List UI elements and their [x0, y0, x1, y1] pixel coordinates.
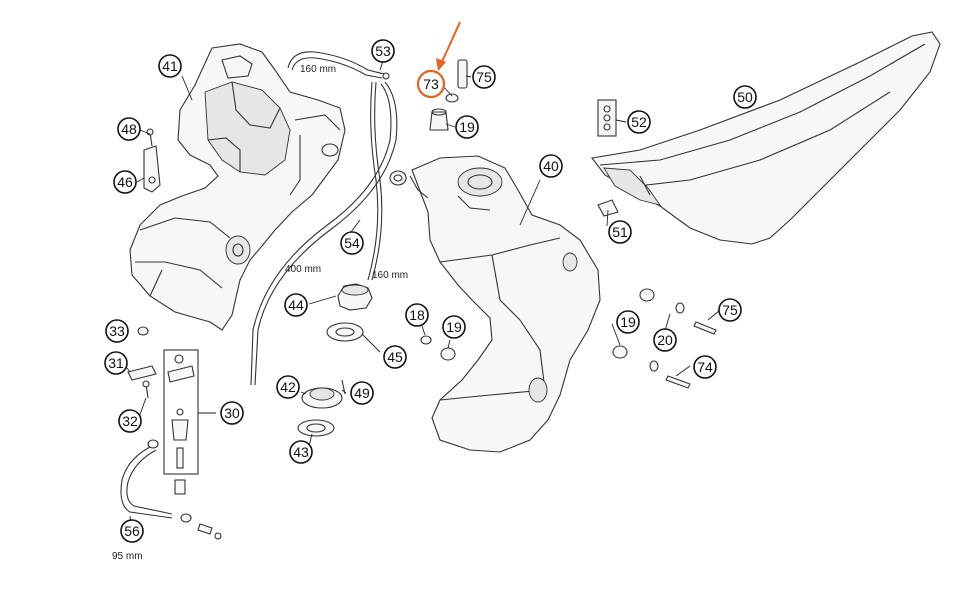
svg-text:19: 19 — [459, 119, 475, 135]
svg-text:41: 41 — [162, 58, 178, 74]
svg-text:75: 75 — [722, 302, 738, 318]
callout-30: 30 — [220, 401, 244, 425]
callout-54: 54 — [340, 231, 364, 255]
svg-text:42: 42 — [280, 379, 296, 395]
grommet-part-19-middle — [440, 347, 456, 361]
screw-part-75-top — [457, 59, 468, 89]
screw-part-48 — [146, 128, 154, 147]
callout-18: 18 — [405, 303, 429, 327]
svg-text:74: 74 — [697, 359, 713, 375]
callout-74: 74 — [693, 355, 717, 379]
callout-33: 33 — [105, 319, 129, 343]
svg-text:53: 53 — [375, 43, 391, 59]
callout-32: 32 — [118, 409, 142, 433]
plug-part-33 — [137, 326, 149, 336]
grommet-part-19-right-lower — [612, 345, 628, 359]
svg-text:31: 31 — [108, 355, 124, 371]
callout-42: 42 — [276, 375, 300, 399]
screw-part-75-right — [693, 321, 717, 335]
svg-text:40: 40 — [543, 158, 559, 174]
callout-19-middle: 19 — [442, 315, 466, 339]
highlight-arrow — [436, 21, 461, 71]
washer-part-73 — [445, 93, 459, 103]
callout-51: 51 — [608, 220, 632, 244]
grommet-part-19-tank — [389, 170, 407, 186]
grommet-part-19-top — [429, 108, 449, 131]
svg-text:52: 52 — [631, 114, 647, 130]
callout-44: 44 — [284, 293, 308, 317]
callout-53: 53 — [371, 39, 395, 63]
fuel-hose-part-56 — [120, 439, 222, 540]
gasket-part-45 — [326, 322, 364, 342]
callout-19-top: 19 — [455, 115, 479, 139]
callout-46: 46 — [113, 170, 137, 194]
gasket-part-43 — [297, 419, 335, 437]
valve-kit-part-30 — [163, 349, 199, 495]
dimension-hose-fuel: 95 mm — [112, 551, 143, 562]
dimension-hose-top: 160 mm — [300, 64, 336, 75]
washer-part-20 — [649, 302, 685, 372]
screw-part-32 — [142, 380, 150, 399]
svg-text:45: 45 — [387, 349, 403, 365]
svg-text:48: 48 — [121, 121, 137, 137]
bracket-part-46 — [143, 145, 161, 193]
callout-31: 31 — [104, 351, 128, 375]
svg-text:49: 49 — [354, 385, 370, 401]
svg-text:18: 18 — [409, 307, 425, 323]
grommet-part-19-right-upper — [639, 288, 655, 302]
dimension-hose-left: 400 mm — [285, 264, 321, 275]
bracket-part-52 — [597, 99, 617, 137]
dimension-hose-right: 160 mm — [372, 270, 408, 281]
hose-top-160mm — [287, 51, 390, 80]
callout-41: 41 — [158, 54, 182, 78]
callout-52: 52 — [627, 110, 651, 134]
hose-right-160mm — [367, 81, 383, 281]
hose-left-400mm — [250, 81, 398, 386]
flange-part-42 — [301, 387, 343, 409]
callout-49: 49 — [350, 381, 374, 405]
leader-lines — [123, 60, 721, 536]
svg-text:33: 33 — [109, 323, 125, 339]
svg-text:43: 43 — [293, 444, 309, 460]
plate-part-31 — [127, 365, 157, 381]
callout-19-right: 19 — [616, 310, 640, 334]
callout-43: 43 — [289, 440, 313, 464]
clip-part-51 — [597, 199, 619, 217]
callout-40: 40 — [539, 154, 563, 178]
svg-text:51: 51 — [612, 224, 628, 240]
svg-text:19: 19 — [446, 319, 462, 335]
screw-part-18 — [420, 335, 432, 345]
callout-45: 45 — [383, 345, 407, 369]
svg-text:56: 56 — [124, 523, 140, 539]
callout-75-top: 75 — [472, 65, 496, 89]
svg-text:44: 44 — [288, 297, 304, 313]
svg-text:50: 50 — [737, 89, 753, 105]
svg-text:54: 54 — [344, 235, 360, 251]
svg-text:75: 75 — [476, 69, 492, 85]
svg-text:32: 32 — [122, 413, 138, 429]
tank-left-half — [129, 43, 346, 331]
callout-50: 50 — [733, 85, 757, 109]
callout-48: 48 — [117, 117, 141, 141]
callout-56: 56 — [120, 519, 144, 543]
svg-text:73: 73 — [423, 76, 439, 92]
tank-right-half — [409, 155, 601, 453]
svg-text:46: 46 — [117, 174, 133, 190]
callout-20: 20 — [653, 328, 677, 352]
callout-73-highlighted: 73 — [416, 69, 446, 99]
screw-part-74 — [665, 375, 691, 389]
svg-text:30: 30 — [224, 405, 240, 421]
svg-text:20: 20 — [657, 332, 673, 348]
svg-text:19: 19 — [620, 314, 636, 330]
tank-cap-part-44 — [337, 283, 373, 311]
callout-75-right: 75 — [718, 298, 742, 322]
seat-part-50 — [591, 31, 941, 245]
